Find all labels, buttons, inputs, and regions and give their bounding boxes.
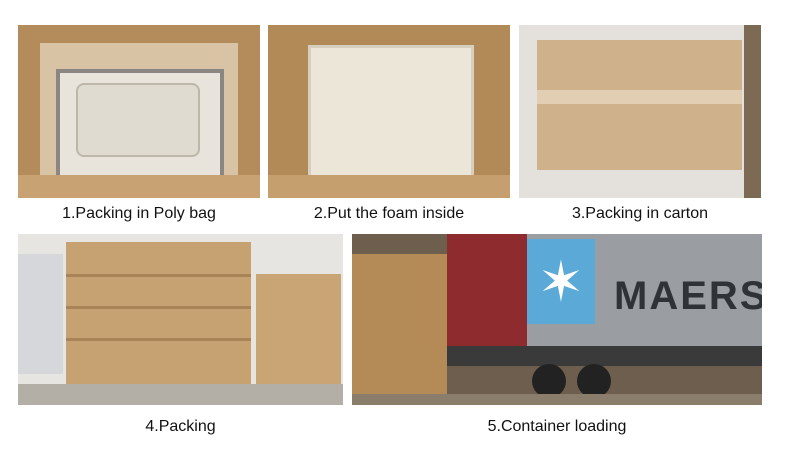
caption-step-4: 4.Packing: [145, 418, 216, 435]
caption-step-3: 3.Packing in carton: [571, 205, 709, 222]
caption-step-2: 2.Put the foam inside: [313, 205, 465, 222]
caption-step-1: 1.Packing in Poly bag: [62, 205, 216, 222]
photo-packing-stacks: [18, 234, 343, 405]
photo-foam-inside: [268, 25, 510, 198]
caption-step-5: 5.Container loading: [487, 418, 627, 435]
photo-packing-poly-bag: [18, 25, 260, 198]
maersk-logo-text: MAERSK: [614, 274, 762, 318]
maersk-star-logo: ✶: [527, 239, 595, 324]
photo-container-loading: ✶ MAERSK: [352, 234, 762, 405]
photo-packing-carton: [519, 25, 761, 198]
